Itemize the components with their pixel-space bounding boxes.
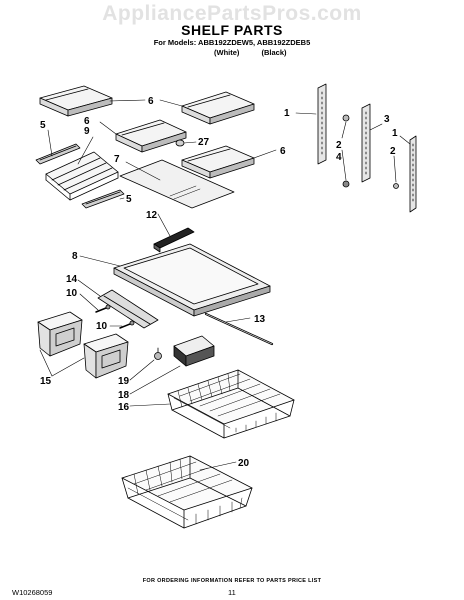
document-number: W10268059 [12, 588, 53, 597]
screw-part-4 [342, 180, 350, 188]
callout-6-left: 6 [84, 116, 90, 127]
wire-basket-part-20 [121, 455, 253, 529]
callout-10-b: 10 [96, 321, 108, 332]
pin-part-10-b [119, 320, 135, 329]
callout-8: 8 [72, 251, 78, 262]
callout-1: 1 [284, 108, 290, 119]
shelf-ladder-part-1 [317, 83, 327, 165]
callout-27: 27 [198, 137, 210, 148]
variant-black: (Black) [261, 48, 287, 57]
variant-white: (White) [214, 48, 240, 57]
rail-part-5-bottom [81, 189, 125, 209]
callout-5-top: 5 [40, 120, 46, 131]
wire-basket-part-16 [167, 369, 295, 439]
leader-lines [39, 99, 411, 471]
callout-12: 12 [146, 210, 158, 221]
watermark: AppliancePartsPros.com [102, 2, 362, 25]
rail-part-5-top [35, 143, 81, 165]
rod-part-13 [204, 312, 274, 346]
callout-7: 7 [114, 154, 120, 165]
callout-15: 15 [40, 376, 52, 387]
callout-14: 14 [66, 274, 78, 285]
callout-3: 3 [384, 114, 390, 125]
crisper-drawer-part-15-left [37, 311, 83, 357]
control-housing-part-18 [173, 335, 215, 367]
callout-19: 19 [118, 376, 130, 387]
shelf-ladder-part-3 [361, 103, 371, 183]
crisper-cover-part-8 [113, 243, 271, 317]
callout-4: 4 [336, 152, 342, 163]
shelf-ladder-part-1-far [409, 135, 417, 213]
glass-panel-part-7 [119, 159, 235, 209]
callout-2-top: 2 [336, 140, 342, 151]
page-number: 11 [228, 588, 236, 597]
callout-5-bottom: 5 [126, 194, 132, 205]
shelf-part-6-middle [115, 119, 187, 153]
callout-10-a: 10 [66, 288, 78, 299]
crisper-drawer-part-15-right [83, 333, 129, 379]
shelf-part-6-top-left [39, 85, 113, 117]
callout-13: 13 [254, 314, 266, 325]
clip-part-27 [175, 139, 185, 147]
callout-6-top: 6 [148, 96, 154, 107]
model-list: For Models: ABB192ZDEW5, ABB192ZDEB5 [153, 38, 311, 47]
bracket-part-12 [153, 227, 195, 253]
shelf-part-6-right [181, 145, 255, 179]
pin-part-10-a [95, 304, 111, 313]
callout-20: 20 [238, 458, 250, 469]
callout-9: 9 [84, 126, 90, 137]
wire-tray-part-9 [45, 151, 119, 201]
page-title: SHELF PARTS [181, 22, 283, 38]
knob-part-19 [154, 347, 162, 360]
callout-18: 18 [118, 390, 130, 401]
shelf-part-6-top-right [181, 91, 255, 125]
screw-part-2-top [342, 114, 350, 122]
divider-part-14 [97, 289, 159, 329]
callout-2-right: 2 [390, 146, 396, 157]
callout-6-right: 6 [280, 146, 286, 157]
model-variants: (White) (Black) [214, 48, 287, 57]
screw-part-2-right [393, 183, 399, 189]
callout-16: 16 [118, 402, 130, 413]
callout-1-far: 1 [392, 128, 398, 139]
ordering-note: FOR ORDERING INFORMATION REFER TO PARTS … [142, 578, 322, 584]
